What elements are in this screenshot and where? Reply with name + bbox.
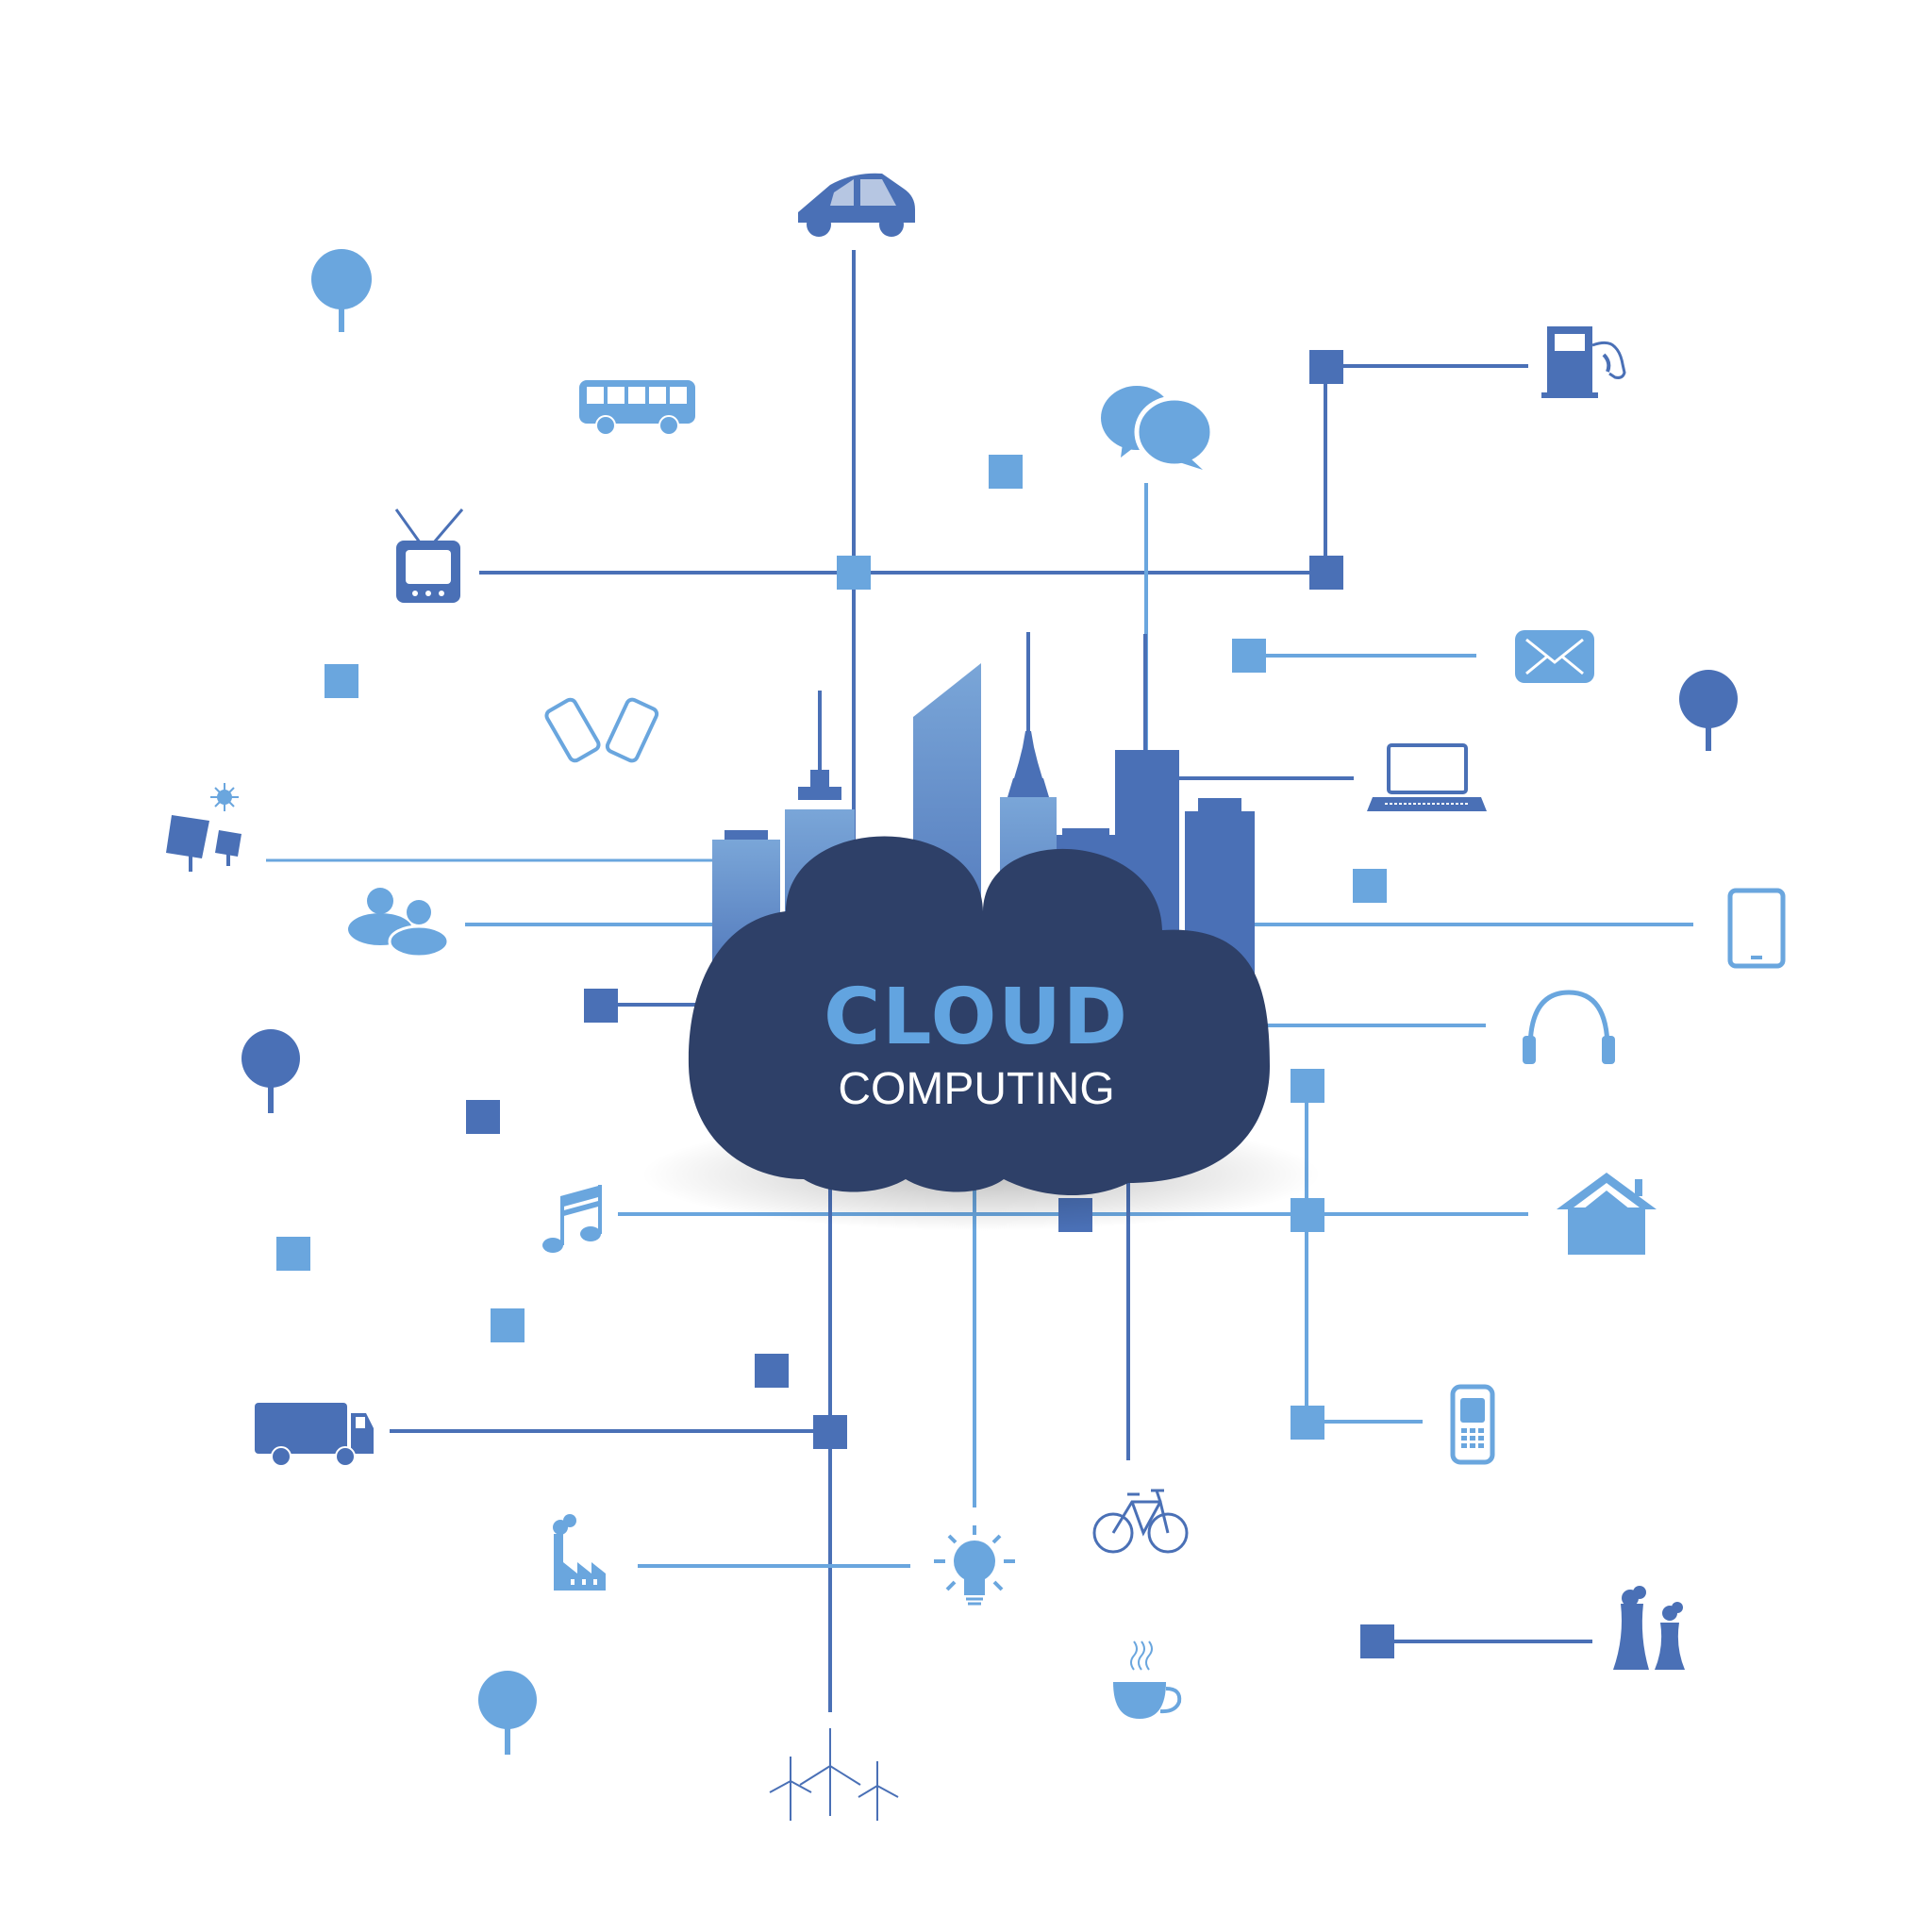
tree-icon	[1679, 670, 1738, 751]
laptop-icon	[1367, 743, 1487, 811]
tv-icon	[394, 508, 464, 603]
factory-icon	[553, 1514, 606, 1591]
cell-phone-icon	[1450, 1384, 1495, 1465]
solar-panel-icon	[166, 783, 242, 872]
headphones-icon	[1523, 990, 1615, 1064]
bicycle-icon	[1092, 1489, 1189, 1554]
tablet-icon	[1727, 888, 1786, 969]
power-plant-icon	[1613, 1586, 1685, 1670]
car-icon	[798, 173, 915, 237]
chat-bubbles-icon	[1101, 386, 1215, 470]
cloud-subtitle: COMPUTING	[838, 1064, 1114, 1114]
fuel-pump-icon	[1541, 326, 1626, 398]
bus-icon	[579, 380, 695, 436]
tree-icon	[311, 249, 372, 332]
house-icon	[1557, 1173, 1657, 1255]
tree-icon	[242, 1029, 300, 1113]
music-note-icon	[542, 1185, 602, 1253]
tree-icon	[478, 1671, 537, 1755]
cloud-shape	[641, 836, 1321, 1231]
truck-icon	[255, 1403, 374, 1467]
mobile-phones-icon	[544, 697, 659, 763]
node-squares	[276, 350, 1394, 1658]
coffee-cup-icon	[1113, 1641, 1182, 1719]
lightbulb-icon	[934, 1525, 1015, 1606]
people-icon	[348, 888, 450, 958]
envelope-icon	[1515, 630, 1594, 683]
cloud-title: CLOUD	[824, 973, 1129, 1062]
wind-turbines-icon	[769, 1728, 899, 1821]
